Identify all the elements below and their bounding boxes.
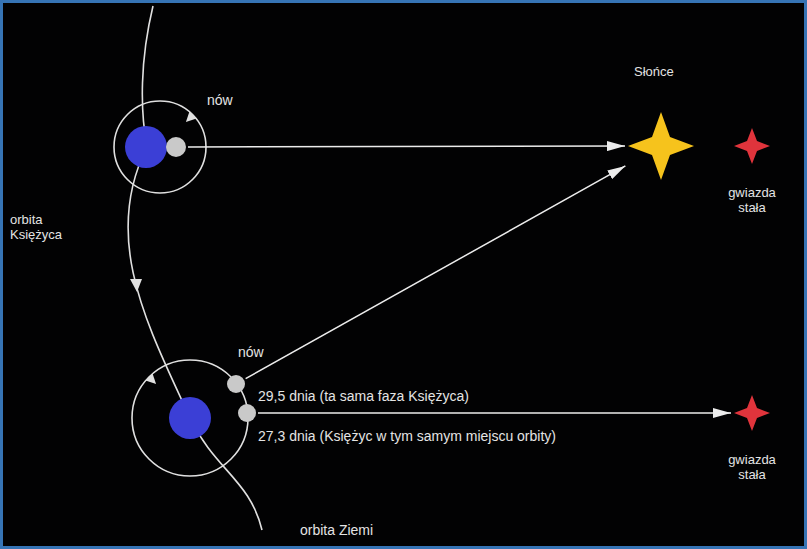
moon-node: 27,3 dnia (Księżyc w tym samym miejscu o… [238,404,256,422]
node-label: nów [207,92,233,108]
earth [169,397,211,439]
sight-line-arrow [188,145,625,147]
node-label: Słońce [634,64,674,79]
node-label: gwiazda stała [722,185,782,215]
star-node: gwiazda stała [734,128,770,164]
orbit-label: orbita Ziemi [300,522,373,538]
node-label: gwiazda stała [722,452,782,482]
earth [125,126,167,168]
earth-orbit [128,6,262,530]
sight-line-arrow [258,412,731,414]
star-shape [628,112,694,180]
orbit-arrowhead [145,373,159,387]
orbit-arrowhead [130,279,142,292]
star-node: Słońce [628,112,694,180]
moon-orbit [132,360,248,476]
star-shape [734,395,770,431]
star-symbol [628,112,694,180]
star-symbol [734,128,770,164]
node-label: 27,3 dnia (Księżyc w tym samym miejscu o… [258,428,556,444]
sight-line-arrow [246,166,626,379]
node-label: nów [238,344,264,360]
orbit-arrowhead [182,111,196,125]
orbit-label: orbita Księżyca [10,212,90,242]
star-shape [734,128,770,164]
star-node: gwiazda stała [734,395,770,431]
star-symbol [734,395,770,431]
moon-node: nów [166,137,186,157]
moon-node: nów29,5 dnia (ta sama faza Księżyca) [227,375,245,393]
node-label: 29,5 dnia (ta sama faza Księżyca) [258,388,469,404]
